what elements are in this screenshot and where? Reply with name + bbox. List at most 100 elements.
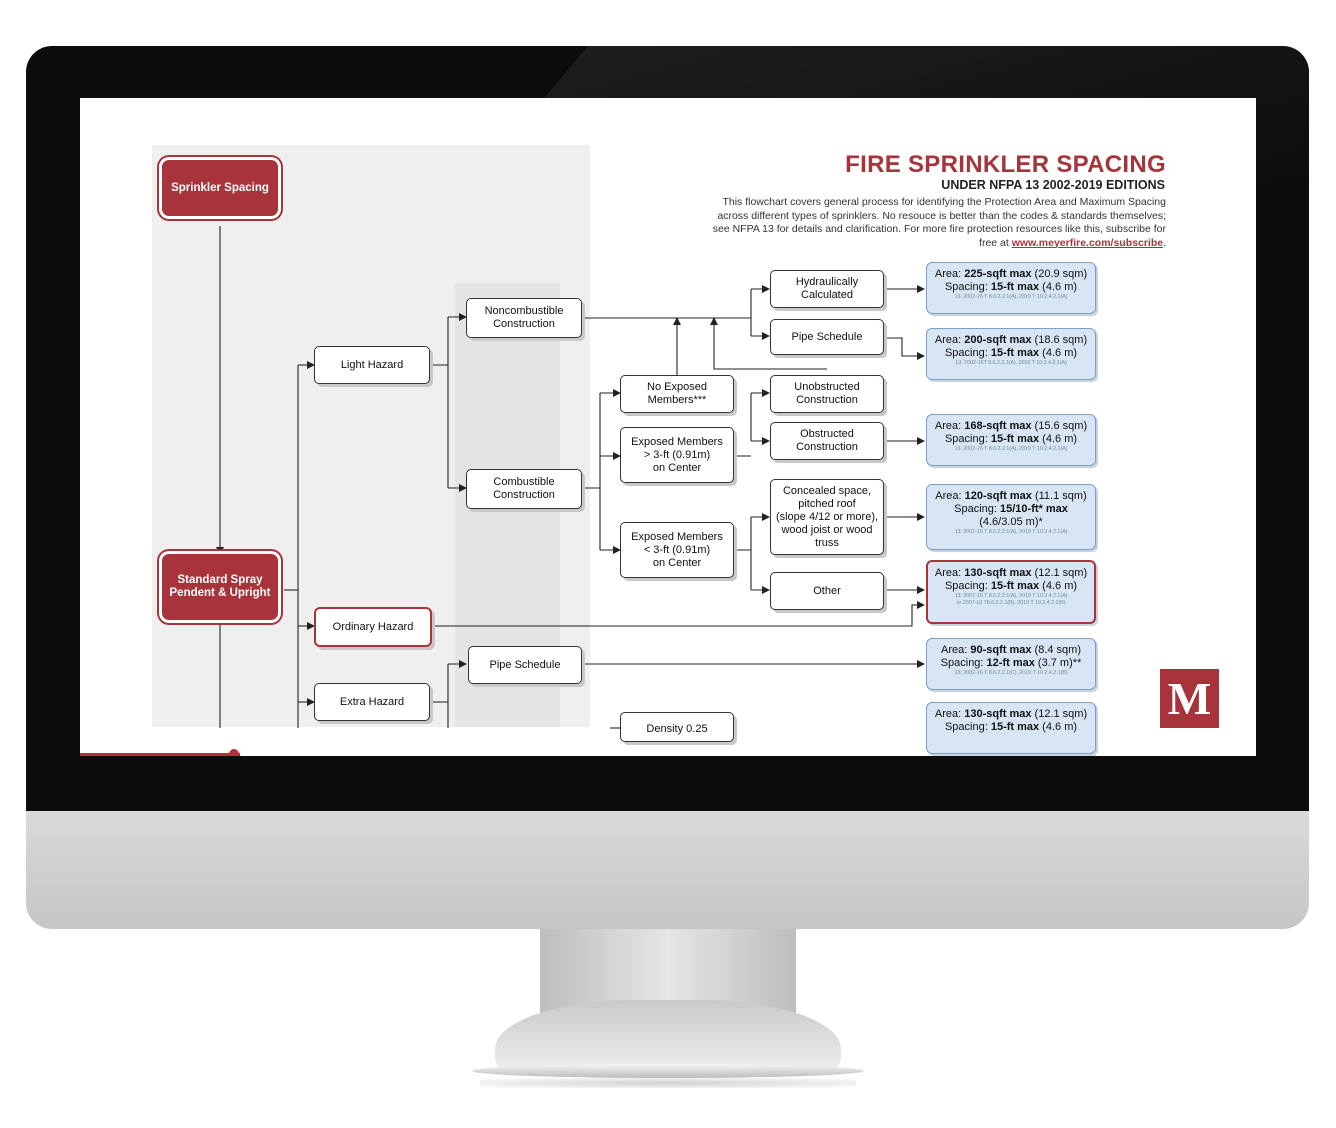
obstructed-construction-node[interactable]: Obstructed Construction: [770, 422, 884, 460]
unobstructed-label-1: Unobstructed: [794, 381, 860, 393]
exposed-ge-label-2: > 3-ft (0.91m): [643, 448, 711, 461]
result-spacing-value: 15-ft max: [990, 721, 1040, 733]
meyerfire-logo: M: [1160, 669, 1219, 728]
result-spacing-line: Spacing: 15-ft max (4.6 m): [927, 347, 1095, 360]
monitor-foot: [472, 1064, 864, 1078]
result-area-metric: (15.6 sqm): [1031, 420, 1088, 432]
description-text: This flowchart covers general process fo…: [712, 196, 1166, 249]
result-area-line: Area: 130-sqft max (12.1 sqm): [928, 567, 1094, 580]
result-area-label: Area:: [934, 567, 965, 579]
result-area-value: 120-sqft max: [964, 490, 1032, 502]
result-area-metric: (18.6 sqm): [1031, 334, 1088, 346]
extra-hazard-node[interactable]: Extra Hazard: [314, 683, 430, 721]
extra-hazard-label: Extra Hazard: [339, 695, 405, 708]
monitor-chin: [26, 811, 1309, 929]
sprinkler-spacing-node[interactable]: Sprinkler Spacing: [162, 160, 278, 216]
result-area-value: 225-sqft max: [964, 268, 1032, 280]
no-exposed-members-node[interactable]: No Exposed Members***: [620, 375, 734, 413]
pipe-schedule-extra-label: Pipe Schedule: [489, 658, 561, 671]
light-hazard-label: Light Hazard: [340, 358, 404, 371]
video-progress-handle[interactable]: [229, 749, 239, 756]
result-spacing-label: Spacing:: [944, 721, 991, 733]
combustible-node[interactable]: Combustible Construction: [466, 469, 582, 509]
result-reference: 13: 2007-16 T 8.6.2.2.1(A), 2019 T 10.2.…: [954, 593, 1068, 599]
ordinary-hazard-node[interactable]: Ordinary Hazard: [314, 607, 432, 647]
no-exposed-label-2: Members***: [647, 394, 707, 406]
no-exposed-label-1: No Exposed: [647, 381, 707, 393]
result-spacing-line: Spacing: 15/10-ft* max: [927, 503, 1095, 516]
result-spacing-line: Spacing: 12-ft max (3.7 m)**: [927, 657, 1095, 670]
concealed-label-5: truss: [815, 536, 839, 549]
result-area-line: Area: 130-sqft max (12.1 sqm): [927, 708, 1095, 721]
hydraulically-calculated-node[interactable]: Hydraulically Calculated: [770, 270, 884, 308]
description-suffix: .: [1163, 236, 1166, 249]
result-box-1[interactable]: Area: 225-sqft max (20.9 sqm) Spacing: 1…: [926, 262, 1096, 314]
concealed-space-node[interactable]: Concealed space, pitched roof (slope 4/1…: [770, 479, 884, 555]
noncombustible-node[interactable]: Noncombustible Construction: [466, 298, 582, 338]
result-box-6[interactable]: Area: 90-sqft max (8.4 sqm) Spacing: 12-…: [926, 638, 1096, 690]
standard-spray-label-2: Pendent & Upright: [169, 587, 271, 599]
page-description: This flowchart covers general process fo…: [706, 196, 1166, 250]
concealed-label-1: Concealed space,: [782, 484, 872, 497]
concealed-label-4: wood joist or wood: [781, 523, 873, 536]
result-spacing-label: Spacing:: [944, 580, 991, 592]
result-area-value: 130-sqft max: [964, 708, 1032, 720]
pipe-schedule-node[interactable]: Pipe Schedule: [770, 319, 884, 355]
concealed-label-3: (slope 4/12 or more),: [775, 510, 879, 523]
result-box-5-highlighted[interactable]: Area: 130-sqft max (12.1 sqm) Spacing: 1…: [926, 560, 1096, 624]
result-area-value: 90-sqft max: [970, 644, 1032, 656]
result-area-metric: (12.1 sqm): [1031, 708, 1088, 720]
density-partial-node[interactable]: Density 0.25: [620, 712, 734, 742]
result-area-label: Area:: [934, 708, 965, 720]
result-area-metric: (12.1 sqm): [1031, 567, 1088, 579]
light-hazard-node[interactable]: Light Hazard: [314, 346, 430, 384]
result-area-line: Area: 168-sqft max (15.6 sqm): [927, 420, 1095, 433]
result-spacing-label: Spacing:: [944, 281, 991, 293]
result-box-4[interactable]: Area: 120-sqft max (11.1 sqm) Spacing: 1…: [926, 484, 1096, 550]
exposed-members-ge-node[interactable]: Exposed Members > 3-ft (0.91m) on Center: [620, 427, 734, 483]
result-spacing-metric: (3.7 m)**: [1034, 657, 1082, 669]
monitor-foot-shadow: [480, 1078, 856, 1088]
result-area-label: Area:: [940, 644, 971, 656]
connector-ordinary-to-r5: [432, 601, 925, 627]
result-reference: 13: 2002-16 T 8.6.2.2.1(A), 2019 T 10.2.…: [954, 529, 1068, 535]
exposed-members-lt-node[interactable]: Exposed Members < 3-ft (0.91m) on Center: [620, 522, 734, 578]
sprinkler-spacing-label: Sprinkler Spacing: [171, 181, 269, 194]
combustible-label-2: Construction: [493, 489, 555, 501]
result-area-metric: (8.4 sqm): [1031, 644, 1081, 656]
exposed-lt-label-2: < 3-ft (0.91m): [643, 543, 711, 556]
other-node[interactable]: Other: [770, 572, 884, 610]
result-reference: 13: 2002-16 T 8.6.2.2.1(C), 2019 T 10.2.…: [954, 670, 1068, 676]
result-spacing-value: 15-ft max: [990, 580, 1040, 592]
screen: Sprinkler Spacing Standard Spray Pendent…: [80, 98, 1256, 756]
result-area-value: 168-sqft max: [964, 420, 1032, 432]
result-reference: 13: 2002-16 T 8.6.2.2.1(A), 2019 T 10.2.…: [954, 446, 1068, 452]
standard-spray-node[interactable]: Standard Spray Pendent & Upright: [162, 554, 278, 620]
pipe-schedule-extra-node[interactable]: Pipe Schedule: [468, 646, 582, 684]
result-spacing-line: Spacing: 15-ft max (4.6 m): [927, 433, 1095, 446]
result-spacing-line: Spacing: 15-ft max (4.6 m): [928, 580, 1094, 593]
result-spacing-metric: (4.6 m): [1039, 433, 1078, 445]
other-label: Other: [813, 584, 841, 597]
result-area-value: 130-sqft max: [964, 567, 1032, 579]
result-area-label: Area:: [935, 490, 965, 502]
obstructed-label-2: Construction: [796, 441, 858, 453]
standard-spray-label-1: Standard Spray: [177, 574, 263, 586]
result-area-label: Area:: [934, 420, 965, 432]
result-spacing-extra: (4.6/3.05 m)*: [979, 516, 1043, 528]
result-area-metric: (11.1 sqm): [1031, 490, 1087, 502]
result-box-2[interactable]: Area: 200-sqft max (18.6 sqm) Spacing: 1…: [926, 328, 1096, 380]
video-progress-bar[interactable]: [80, 753, 240, 756]
noncombustible-label-1: Noncombustible: [484, 305, 564, 317]
result-box-7[interactable]: Area: 130-sqft max (12.1 sqm) Spacing: 1…: [926, 702, 1096, 754]
logo-letter: M: [1167, 673, 1212, 724]
result-spacing-metric: (4.6 m): [1039, 580, 1078, 592]
concealed-label-2: pitched roof: [798, 497, 856, 510]
unobstructed-construction-node[interactable]: Unobstructed Construction: [770, 375, 884, 413]
result-spacing-value: 15/10-ft* max: [1000, 503, 1068, 515]
result-box-3[interactable]: Area: 168-sqft max (15.6 sqm) Spacing: 1…: [926, 414, 1096, 466]
result-area-value: 200-sqft max: [964, 334, 1032, 346]
result-spacing-metric: (4.6 m): [1039, 347, 1078, 359]
subscribe-link[interactable]: www.meyerfire.com/subscribe: [1011, 236, 1164, 249]
combustible-label-1: Combustible: [493, 476, 555, 488]
